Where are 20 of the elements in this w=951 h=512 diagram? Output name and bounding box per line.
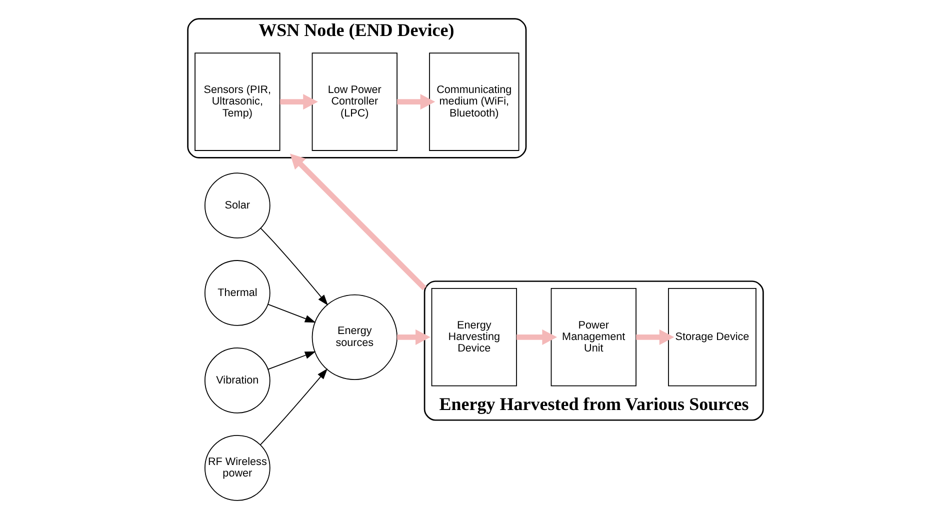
arrow [260,228,328,306]
node-box: Energy Harvesting Device [431,288,517,386]
arrow [260,368,328,446]
arrow [516,329,558,345]
node-circle: Solar [204,172,270,238]
arrow [636,329,674,345]
node-box: Sensors (PIR, Ultrasonic, Temp) [194,52,280,151]
node-circle: Vibration [204,348,270,414]
arrow [268,351,316,370]
arrow [268,304,316,323]
node-box: Storage Device [668,288,756,386]
node-box: Communicating medium (WiFi, Bluetooth) [429,52,520,151]
arrow [280,94,318,110]
node-box: Low Power Controller (LPC) [312,52,398,151]
node-circle: RF Wireless power [204,435,270,501]
node-circle: Thermal [204,260,270,326]
arrow [397,329,430,345]
arrow [290,154,426,290]
node-box: Power Management Unit [550,288,636,386]
arrow [397,94,436,110]
